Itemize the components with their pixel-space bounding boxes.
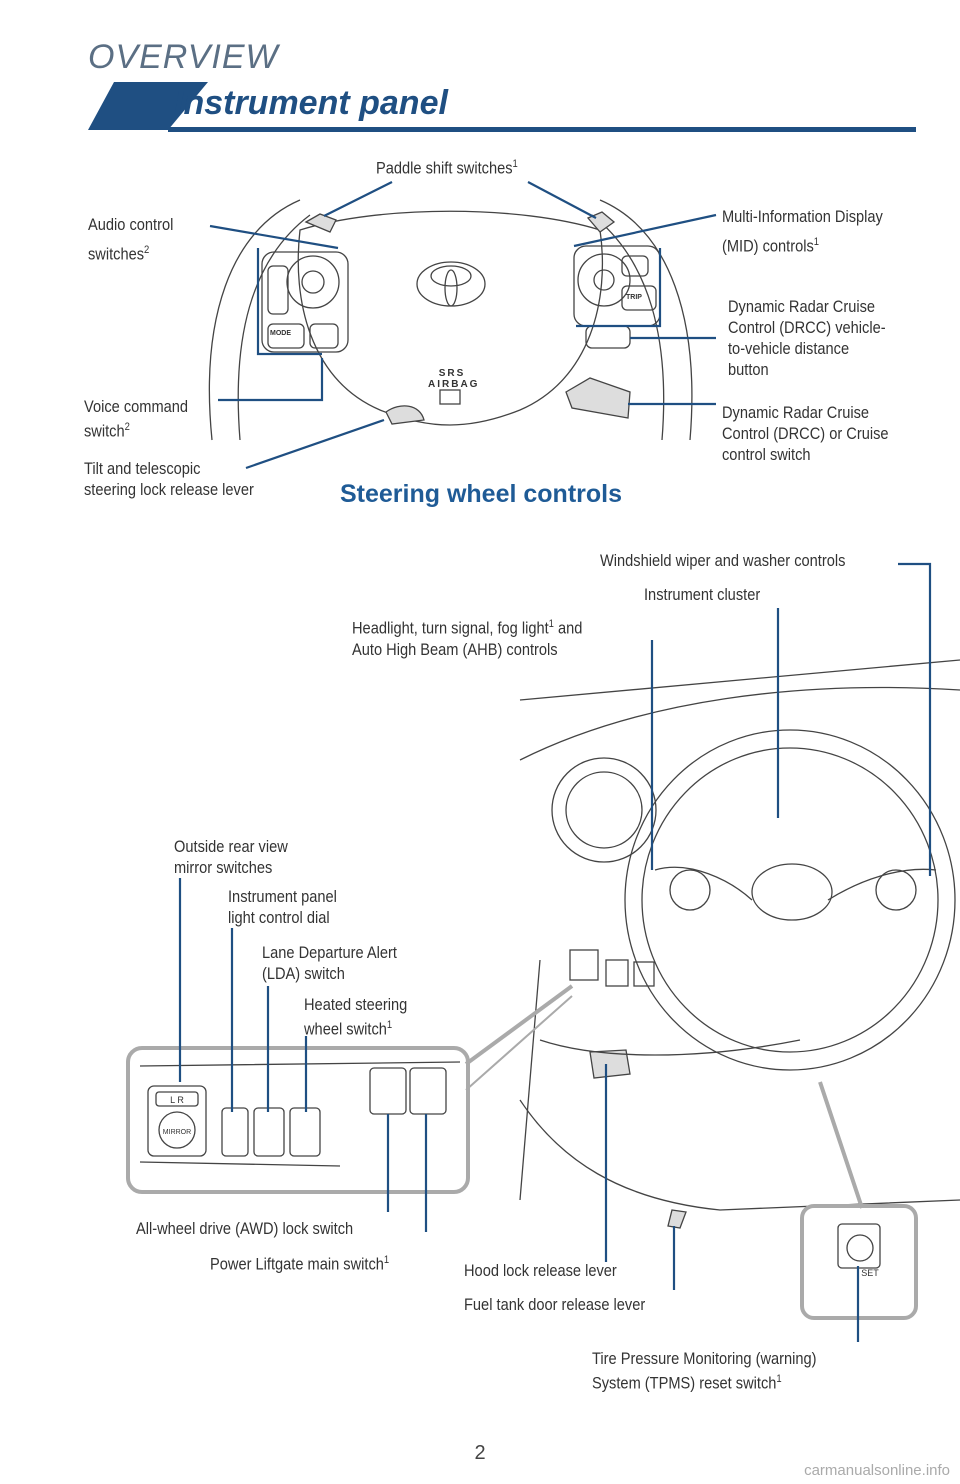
label-instrument-cluster: Instrument cluster — [644, 585, 761, 604]
label-drcc-switch: Dynamic Radar Cruise Control (DRCC) or C… — [722, 403, 889, 464]
watermark: carmanualsonline.info — [804, 1462, 950, 1479]
label-mid-controls-2: (MID) controls1 — [722, 236, 820, 256]
dashboard-callouts — [178, 562, 932, 1342]
switch-panel-inset: MIRROR L R — [126, 984, 574, 1194]
label-power-liftgate: Power Liftgate main switch1 — [210, 1254, 390, 1274]
label-paddle-shift: Paddle shift switches1 — [376, 158, 518, 178]
page-title: Instrument panel — [174, 84, 448, 122]
label-headlight-controls: Headlight, turn signal, fog light1 and A… — [352, 618, 583, 659]
label-fuel-door: Fuel tank door release lever — [464, 1295, 646, 1314]
label-audio-control: Audio control — [88, 215, 174, 234]
mirror-lr-text: L R — [170, 1095, 184, 1105]
label-tilt-telescopic: Tilt and telescopic steering lock releas… — [84, 459, 254, 499]
airbag-label: SRS AIRBAG — [428, 368, 480, 390]
label-voice-command: Voice command switch2 — [84, 397, 189, 441]
label-awd-lock: All-wheel drive (AWD) lock switch — [136, 1219, 354, 1238]
label-heated-steering: Heated steering wheel switch1 — [304, 995, 408, 1039]
steering-callouts — [209, 181, 717, 470]
label-mid-controls: Multi-Information Display — [722, 207, 883, 226]
page-number: 2 — [474, 1442, 486, 1464]
mode-button-text: MODE — [270, 330, 291, 337]
mirror-button-text: MIRROR — [163, 1129, 191, 1136]
set-button-text: SET — [861, 1268, 879, 1278]
label-mirror-switches: Outside rear view mirror switches — [174, 837, 288, 877]
label-panel-light-dial: Instrument panel light control dial — [228, 887, 337, 927]
title-underline — [168, 127, 916, 132]
dashboard-illustration — [519, 659, 960, 1229]
label-drcc-distance: Dynamic Radar Cruise Control (DRCC) vehi… — [728, 297, 886, 379]
section-title: OVERVIEW — [88, 38, 279, 76]
title-bar: Instrument panel — [88, 82, 916, 132]
label-wiper-controls: Windshield wiper and washer controls — [600, 551, 846, 570]
label-tpms-reset: Tire Pressure Monitoring (warning) Syste… — [592, 1349, 817, 1393]
label-hood-release: Hood lock release lever — [464, 1261, 617, 1280]
label-lda-switch: Lane Departure Alert (LDA) switch — [262, 943, 397, 983]
trip-button-text: TRIP — [626, 294, 642, 301]
steering-wheel-heading: Steering wheel controls — [340, 480, 623, 508]
label-audio-control-2: switches2 — [88, 244, 150, 264]
